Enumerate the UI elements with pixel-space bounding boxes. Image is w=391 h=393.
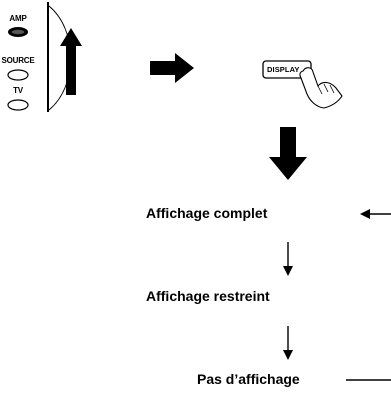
step-full-display: Affichage complet (146, 205, 268, 221)
amp-label: AMP (9, 14, 27, 23)
step-restricted-display: Affichage restreint (146, 288, 270, 304)
loop-arrow-head (360, 209, 370, 219)
source-label: SOURCE (1, 56, 35, 65)
up-arrow-icon (60, 28, 82, 95)
display-button-label: DISPLAY (267, 65, 300, 74)
step-arrow-1-head (283, 266, 293, 276)
amp-button-highlight (11, 29, 25, 35)
tv-label: TV (13, 86, 23, 95)
hand-icon (299, 67, 343, 109)
step-arrow-2-head (283, 350, 293, 360)
down-arrow-icon (269, 127, 307, 180)
step-no-display: Pas d’affichage (197, 371, 300, 387)
right-arrow-icon (150, 53, 194, 83)
hand-fingers (317, 83, 335, 95)
source-button[interactable] (7, 69, 29, 81)
tv-button[interactable] (7, 99, 29, 111)
